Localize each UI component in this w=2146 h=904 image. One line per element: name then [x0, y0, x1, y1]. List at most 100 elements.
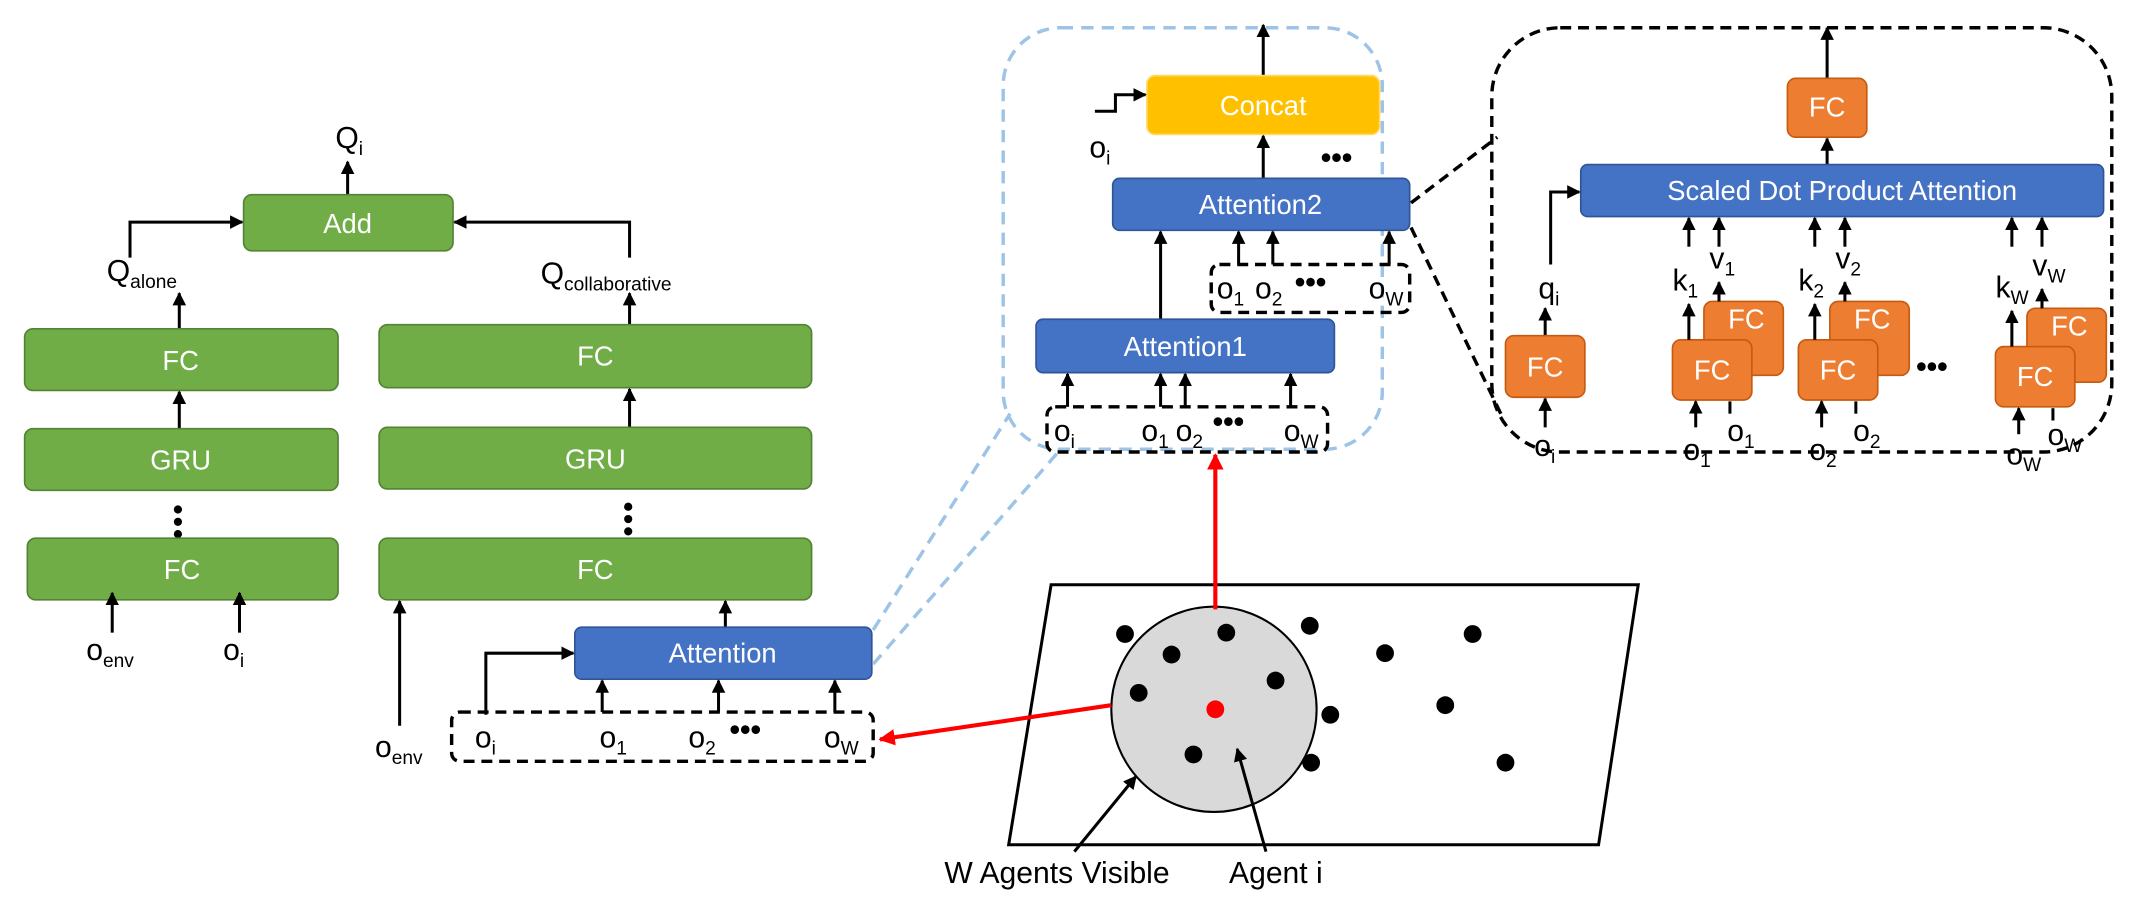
attention1-label: Attention1: [1124, 331, 1247, 362]
fc-bottom-label: FC: [164, 554, 200, 585]
attention-box: [574, 626, 873, 681]
ellipsis: •••: [1916, 351, 1948, 384]
environment-plane: W Agents Visible Agent i: [878, 453, 1640, 890]
o-2-label: o2: [1255, 273, 1282, 311]
o-i-label: oi: [1089, 132, 1110, 170]
vertical-ellipsis: [173, 505, 183, 539]
gru-box: [23, 427, 339, 492]
fc-bottom-label: FC: [577, 554, 613, 585]
concat-label: Concat: [1220, 90, 1307, 121]
sdpa-label: Scaled Dot Product Attention: [1667, 175, 2017, 206]
o-key-input-label: oW: [2006, 438, 2042, 476]
o-i-label: oi: [1534, 430, 1555, 468]
o-w-label: oW: [824, 722, 860, 760]
o-key-input-label: o2: [1809, 434, 1836, 472]
o-1-label: o1: [1217, 273, 1244, 311]
o-value-input-label: oW: [2047, 419, 2083, 457]
q-i-output-label: Qi: [335, 122, 363, 160]
v-label: vW: [2032, 249, 2066, 287]
gru-box: [378, 426, 813, 490]
w-agents-visible-label: W Agents Visible: [944, 857, 1169, 890]
o-1-label: o1: [1141, 415, 1168, 453]
fc-value-label: FC: [1728, 304, 1764, 335]
attention-detail-frame: [1001, 26, 1385, 451]
o-i-label: oi: [1054, 415, 1075, 453]
o-w-label: oW: [1284, 415, 1320, 453]
fc-top-box: [378, 323, 813, 389]
fc-query-label: FC: [1527, 352, 1563, 383]
o-env-label: oenv: [375, 731, 423, 769]
observations-group: [1209, 262, 1412, 315]
fc-key-label: FC: [1820, 354, 1856, 385]
arrow: [128, 215, 244, 258]
key-value-group: k2 v2 FC FC o2 o2: [1797, 216, 1911, 472]
o-value-input-label: o1: [1727, 415, 1754, 453]
fc-key-label: FC: [1694, 354, 1730, 385]
arrow: [484, 646, 575, 715]
q-collaborative-label: Qcollaborative: [541, 258, 672, 296]
attention2-box: [1111, 177, 1411, 232]
arrow: [453, 215, 632, 258]
arrow: [1233, 747, 1268, 853]
zoom-connector: [1409, 226, 1505, 419]
gru-label: GRU: [565, 443, 626, 474]
fc-query-box: [1504, 334, 1586, 399]
o-key-input-label: o1: [1683, 434, 1710, 472]
vertical-ellipsis: [624, 502, 633, 536]
fc-value-label: FC: [1854, 304, 1890, 335]
red-arrow: [878, 703, 1112, 746]
sdpa-detail: FC Scaled Dot Product Attention qi FC oi…: [1490, 26, 2114, 476]
q-alone-label: Qalone: [107, 255, 177, 293]
fc-output-box: [1786, 77, 1868, 139]
zoom-connector: [1410, 135, 1499, 205]
k-label: kW: [1995, 271, 2029, 309]
arrow: [1073, 775, 1138, 853]
arrow: [1094, 88, 1147, 113]
o-env-input-label: oenv: [86, 634, 134, 672]
attention-label: Attention: [669, 638, 777, 669]
fc-top-box: [23, 328, 339, 392]
ellipsis: •••: [1295, 266, 1327, 299]
agent-i-dot: [1206, 700, 1225, 719]
o-i-input-label: oi: [223, 634, 244, 672]
fc-value-label: FC: [2051, 311, 2087, 342]
q-i-label: qi: [1538, 273, 1559, 311]
gru-label: GRU: [150, 445, 211, 476]
fc-key-box: [1671, 338, 1753, 401]
k-label: k2: [1798, 265, 1824, 303]
o-2-label: o2: [688, 722, 715, 760]
sdpa-detail-frame: [1490, 26, 2114, 454]
o-1-label: o1: [599, 722, 626, 760]
fc-key-box: [1797, 338, 1879, 401]
v-label: v1: [1709, 243, 1735, 281]
k-label: k1: [1672, 265, 1698, 303]
zoom-connector: [871, 448, 1062, 666]
observations-group: [449, 710, 875, 764]
key-value-group: k1 v1 FC FC o1 o1: [1671, 216, 1785, 472]
fc-top-label: FC: [577, 341, 613, 372]
ellipsis: •••: [729, 713, 761, 746]
add-box: [242, 193, 454, 252]
fc-key-box: [1994, 345, 2076, 408]
fc-top-label: FC: [162, 345, 198, 376]
fc-output-label: FC: [1809, 92, 1845, 123]
agent-dots: [1116, 616, 1515, 772]
ellipsis: •••: [1213, 405, 1245, 438]
collaborative-branch: Qcollaborative FC GRU FC oenv Attention …: [375, 215, 875, 769]
concat-box: [1146, 74, 1381, 136]
o-i-label: oi: [475, 722, 496, 760]
fc-bottom-box: [378, 537, 813, 601]
agent-i-label: Agent i: [1229, 857, 1323, 890]
fc-key-label: FC: [2017, 361, 2053, 392]
zoom-connector: [871, 412, 1012, 631]
attention2-label: Attention2: [1199, 189, 1322, 220]
fc-bottom-box: [26, 537, 339, 601]
o-value-input-label: o2: [1853, 415, 1880, 453]
add-label: Add: [323, 208, 372, 239]
attention1-box: [1035, 318, 1336, 374]
sdpa-box: [1579, 163, 2105, 218]
o-2-label: o2: [1176, 415, 1203, 453]
observations-group: [1045, 405, 1330, 454]
individual-branch: Qi Add Qalone FC GRU FC oenv oi: [23, 122, 454, 672]
